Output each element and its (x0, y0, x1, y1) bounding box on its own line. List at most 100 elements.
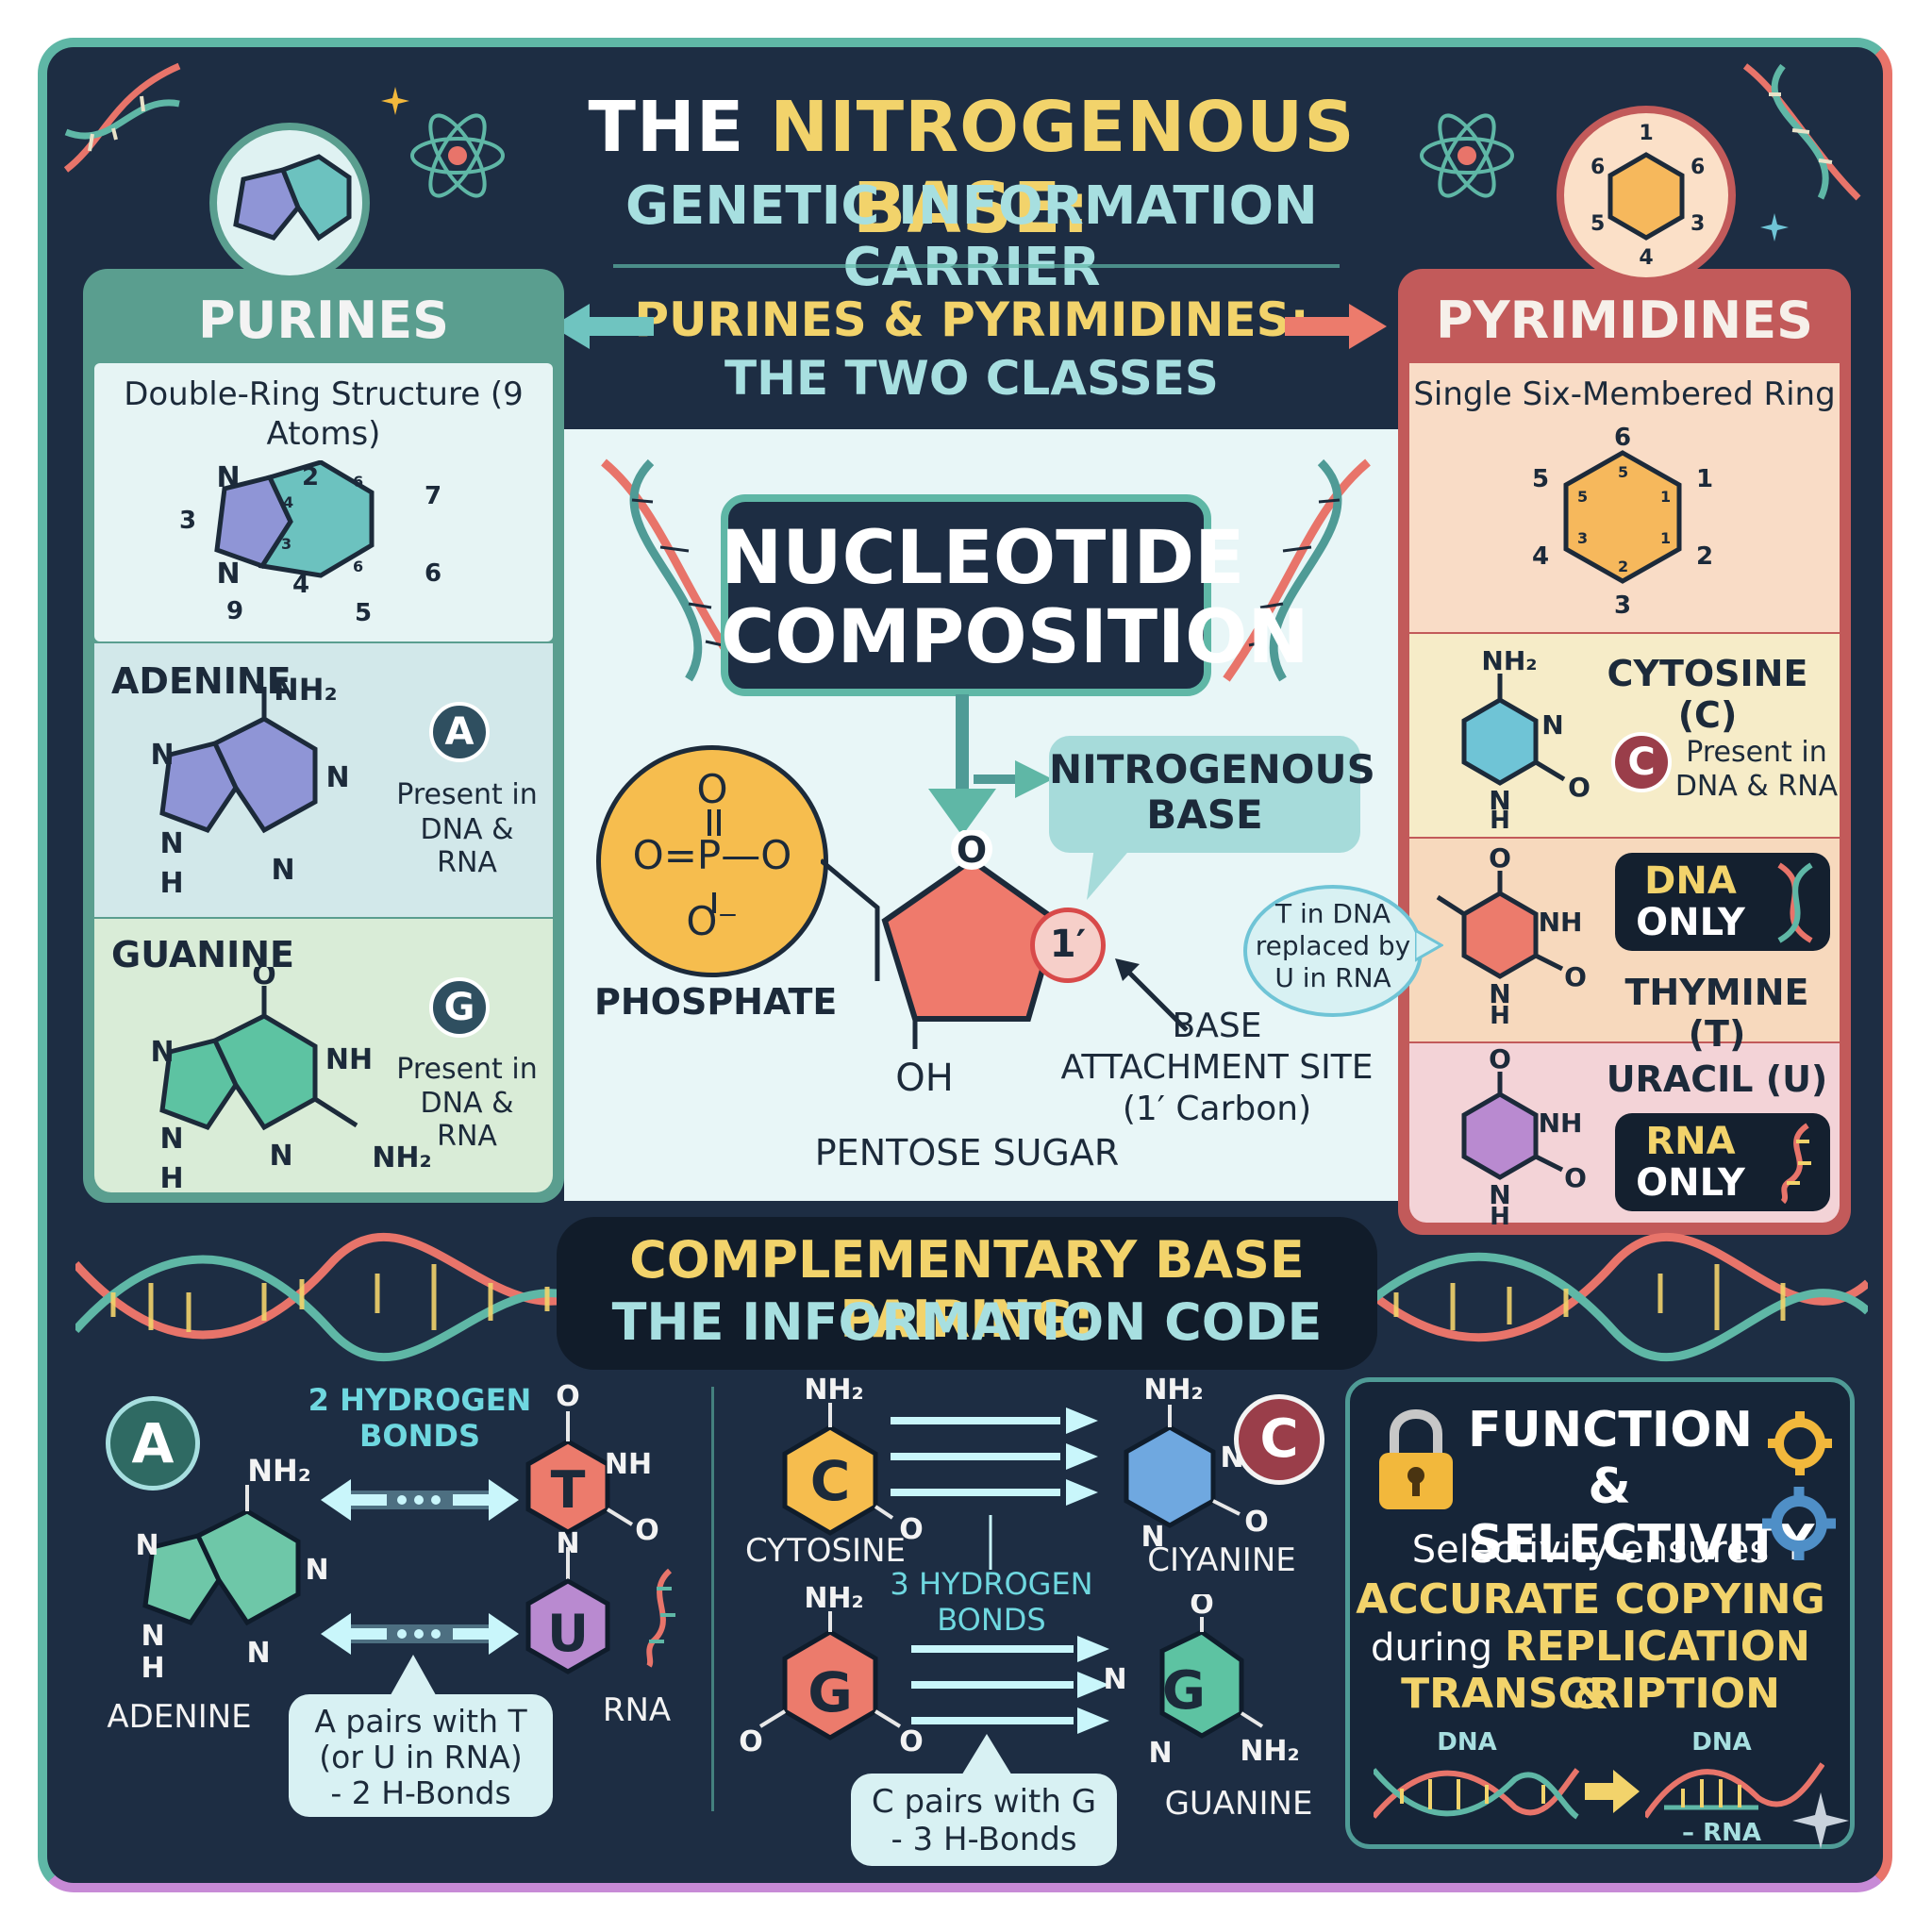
adenine-pair-label: ADENINE (107, 1698, 252, 1736)
pairing-heading: COMPLEMENTARY BASE PAIRING: (629, 1230, 1305, 1349)
ring-label: 5 (1577, 488, 1588, 506)
ring-label: N (216, 461, 240, 494)
atom-label: N (305, 1554, 328, 1587)
arrow-right-icon (1285, 304, 1387, 349)
ring-label: 1 (1660, 529, 1671, 547)
header-divider (613, 264, 1340, 268)
guanine-name: GUANINE (111, 934, 294, 975)
atom-label: O (899, 1513, 924, 1546)
dna-helix-band (1358, 1232, 1868, 1362)
atom-label: O (957, 830, 987, 871)
atom-label: NH (325, 1043, 373, 1076)
atom-label: N (1489, 785, 1510, 816)
atom-label: N (325, 761, 349, 794)
dna-helix-icon (1742, 63, 1861, 201)
ring-label: 6 (1690, 156, 1705, 179)
ring-label: 5 (1591, 212, 1605, 236)
triple-hydrogen-bonds-bottom (911, 1636, 1109, 1734)
atom-label: H (159, 867, 183, 900)
nitrogenous-base-label-box (1049, 736, 1360, 853)
rna-only-badge (1615, 1113, 1830, 1211)
ring-label: 2 (1618, 558, 1628, 575)
cg-pairing-note: C pairs with G- 3 H-Bonds (871, 1783, 1097, 1858)
ring-label: 4 (1639, 246, 1653, 270)
cytosine-circle-badge: C (1234, 1394, 1324, 1485)
ring-label: 6 (1591, 156, 1605, 179)
atom-label: O (1568, 772, 1591, 803)
phosphate-atom-middle: O=P—O (632, 832, 792, 878)
atom-label: O (1564, 1162, 1587, 1193)
page-title: THE NITROGENOUS BASE: (588, 87, 1356, 249)
gear-icon (1762, 1487, 1836, 1560)
phosphate-bonds (708, 809, 721, 913)
phosphate-atom-bottom: O⁻ (686, 898, 739, 944)
dna-helix-icon (1223, 458, 1371, 682)
carbon-1-marker (1030, 908, 1106, 983)
rna-strand-icon (1780, 1123, 1811, 1205)
adenine-letter-badge: A (429, 702, 490, 762)
ring-label: 3 (179, 507, 196, 535)
callout-pointer (387, 1655, 440, 1702)
atom-label: H (1490, 1002, 1510, 1030)
atom-label: H (141, 1652, 164, 1685)
ring-label: N (216, 558, 240, 591)
callout-pointer (1087, 847, 1132, 900)
atom-icon (1420, 113, 1514, 198)
atom-label: O (252, 967, 276, 991)
ring-label: 9 (226, 597, 243, 625)
dna-helix-band (75, 1232, 604, 1362)
sparkle-icon (381, 87, 409, 115)
carbon-1-label: 1′ (1049, 923, 1087, 966)
ring-label: 3 (1690, 212, 1705, 236)
thymine-name: THYMINE (T) (1624, 972, 1809, 1055)
uracil-name: URACIL (U) (1606, 1058, 1828, 1100)
atom-label: N (150, 1036, 174, 1069)
ring-label: 6 (353, 473, 363, 491)
ring-label: 6 (425, 559, 441, 588)
pyrimidine-ring-diagram: 6 1 2 3 4 5 5 1 1 2 3 5 (1532, 424, 1713, 620)
atom-label: N (556, 1527, 579, 1560)
uracil-molecule: O NH N O H (1461, 1045, 1587, 1231)
atom-label: N (269, 1140, 292, 1173)
atom-label: H (1490, 1203, 1510, 1231)
atom-label: N (159, 827, 183, 860)
adenine-name: ADENINE (111, 660, 291, 702)
classes-subheading: THE TWO CLASSES (724, 351, 1219, 406)
cyanine-label: CIYANINE (1147, 1541, 1296, 1579)
atom-label: O (739, 1725, 763, 1758)
callout-pointer (960, 1734, 1013, 1777)
ring-label: 4 (283, 493, 293, 511)
ring-label: 1 (1696, 465, 1713, 493)
atom-label: H (159, 1162, 183, 1195)
atom-label: N (1541, 709, 1563, 741)
thymine-hex-letter: T (550, 1460, 586, 1520)
ring-label: 2 (1696, 542, 1713, 571)
cytosine-pair-label: CYTOSINE (745, 1532, 906, 1570)
pentose-sugar-label: PENTOSE SUGAR (814, 1132, 1120, 1174)
guanine-hex-letter: G (808, 1660, 853, 1724)
atom-label: NH₂ (1240, 1735, 1299, 1768)
function-title: FUNCTION &SELECTIVITY (1468, 1402, 1815, 1572)
sparkle-icon (1760, 213, 1789, 242)
thymine-molecule: O NH N O H (1436, 844, 1587, 1030)
adenine-molecule: NH₂ N N N N H (150, 672, 349, 900)
atom-label: N (246, 1637, 270, 1670)
pairing-subheading: THE INFORMATION CODE (611, 1292, 1323, 1352)
atom-label: N (1148, 1737, 1172, 1770)
atom-label: NH₂ (804, 1585, 863, 1615)
atom-label: NH₂ (1143, 1374, 1203, 1407)
atom-label: N (159, 1123, 183, 1156)
atom-label: N (271, 854, 294, 887)
atom-icon (410, 113, 505, 198)
dna-helix-icon (1645, 1762, 1824, 1819)
cyanine-molecule: NH₂ N N O (1124, 1374, 1269, 1554)
nucleotide-title-box (721, 494, 1211, 696)
atom-label: NH₂ (372, 1141, 431, 1174)
atom-label: N (1104, 1663, 1127, 1696)
atom-label: O (556, 1380, 580, 1413)
atom-label: N (141, 1620, 164, 1653)
